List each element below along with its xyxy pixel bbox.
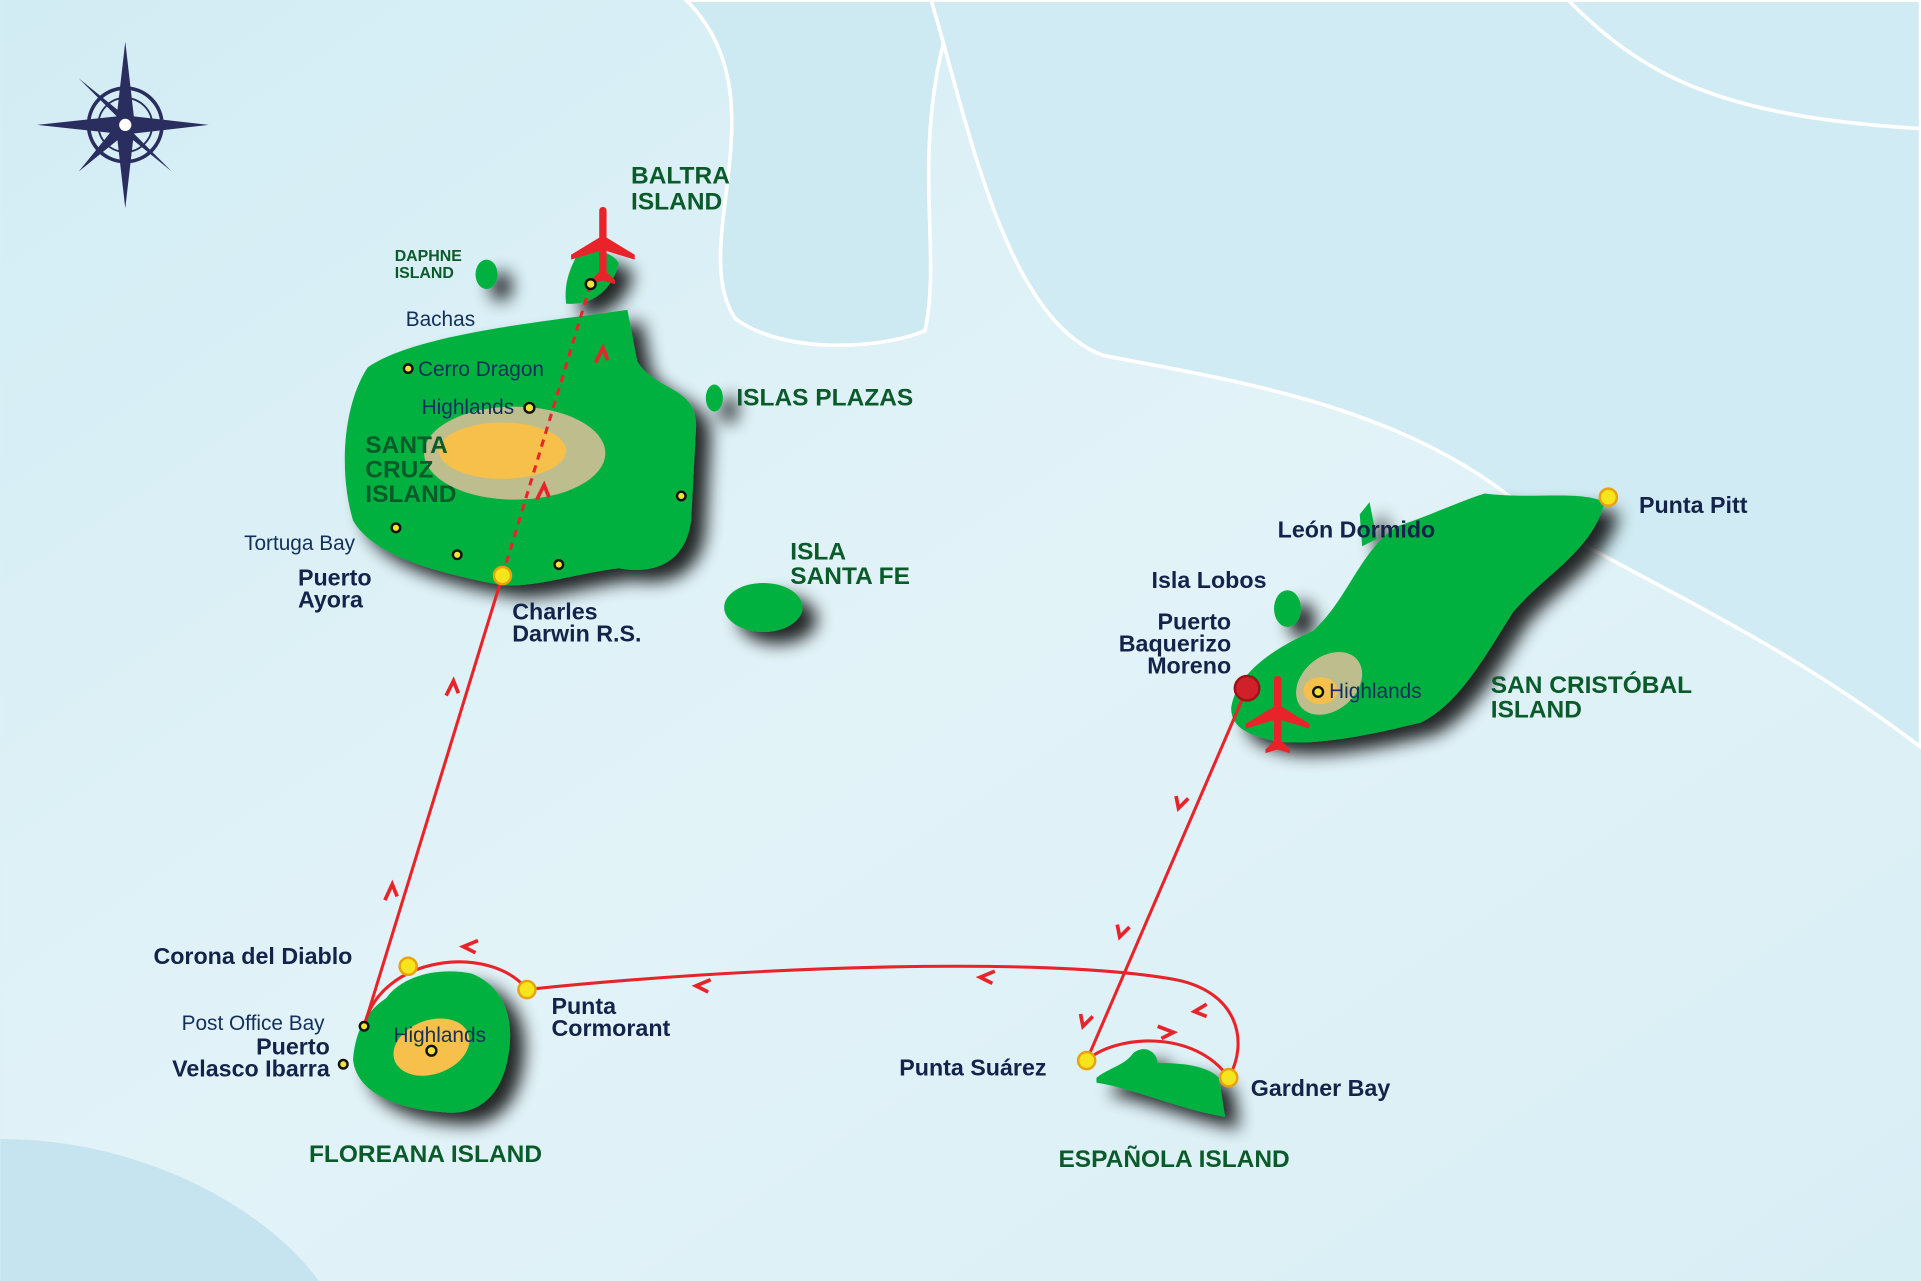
label-highlands-san-cristobal: Highlands xyxy=(1329,680,1422,703)
label-punta-suarez: Punta Suárez xyxy=(899,1054,1046,1080)
label-corona-del-diablo: Corona del Diablo xyxy=(153,943,352,969)
label-tortuga-bay: Tortuga Bay xyxy=(244,532,356,555)
depth-contour xyxy=(929,0,1921,750)
isla-lobos xyxy=(1274,590,1301,628)
label-leon-dormido: León Dormido xyxy=(1278,517,1436,543)
label-gardner-bay: Gardner Bay xyxy=(1251,1075,1391,1101)
leon-dormido xyxy=(1359,502,1377,547)
depth-contour xyxy=(683,0,958,348)
route-floreana-santa-cruz xyxy=(362,575,504,1027)
depth-contour xyxy=(0,1138,319,1281)
label-cerro-dragon: Cerro Dragon xyxy=(418,358,544,381)
label-floreana: FLOREANA ISLAND xyxy=(309,1141,542,1168)
label-highlands-floreana: Highlands xyxy=(393,1024,485,1047)
label-bachas: Bachas xyxy=(406,308,475,331)
label-isla-lobos: Isla Lobos xyxy=(1152,567,1267,593)
stop-markers xyxy=(398,487,1619,1088)
label-highlands-santa-cruz: Highlands xyxy=(422,396,515,419)
route-san-cristobal-espanola xyxy=(1085,687,1249,1062)
depth-contour xyxy=(1566,0,1921,131)
label-punta-pitt: Punta Pitt xyxy=(1639,492,1748,518)
compass-rose-icon xyxy=(37,41,209,209)
airplane-icon xyxy=(571,206,635,285)
route-santa-cruz-baltra xyxy=(501,283,593,577)
site-markers xyxy=(337,277,1325,1070)
airport-marker xyxy=(1233,674,1261,702)
route-corona-loop xyxy=(362,960,529,1027)
isla-santa-fe xyxy=(724,582,803,632)
label-post-office-bay: Post Office Bay xyxy=(182,1012,326,1035)
label-espanola: ESPAÑOLA ISLAND xyxy=(1058,1145,1289,1173)
santa-cruz-peak-zone xyxy=(438,422,567,479)
islas-plazas xyxy=(705,384,723,412)
airplane-icon xyxy=(1245,676,1310,754)
espanola-island xyxy=(1096,1049,1226,1117)
route-arrows xyxy=(383,343,1208,1041)
route-espanola-loop xyxy=(1085,1039,1230,1079)
route-espanola-floreana xyxy=(526,964,1240,1079)
label-islas-plazas: ISLAS PLAZAS xyxy=(736,384,913,411)
daphne-island xyxy=(475,259,498,290)
